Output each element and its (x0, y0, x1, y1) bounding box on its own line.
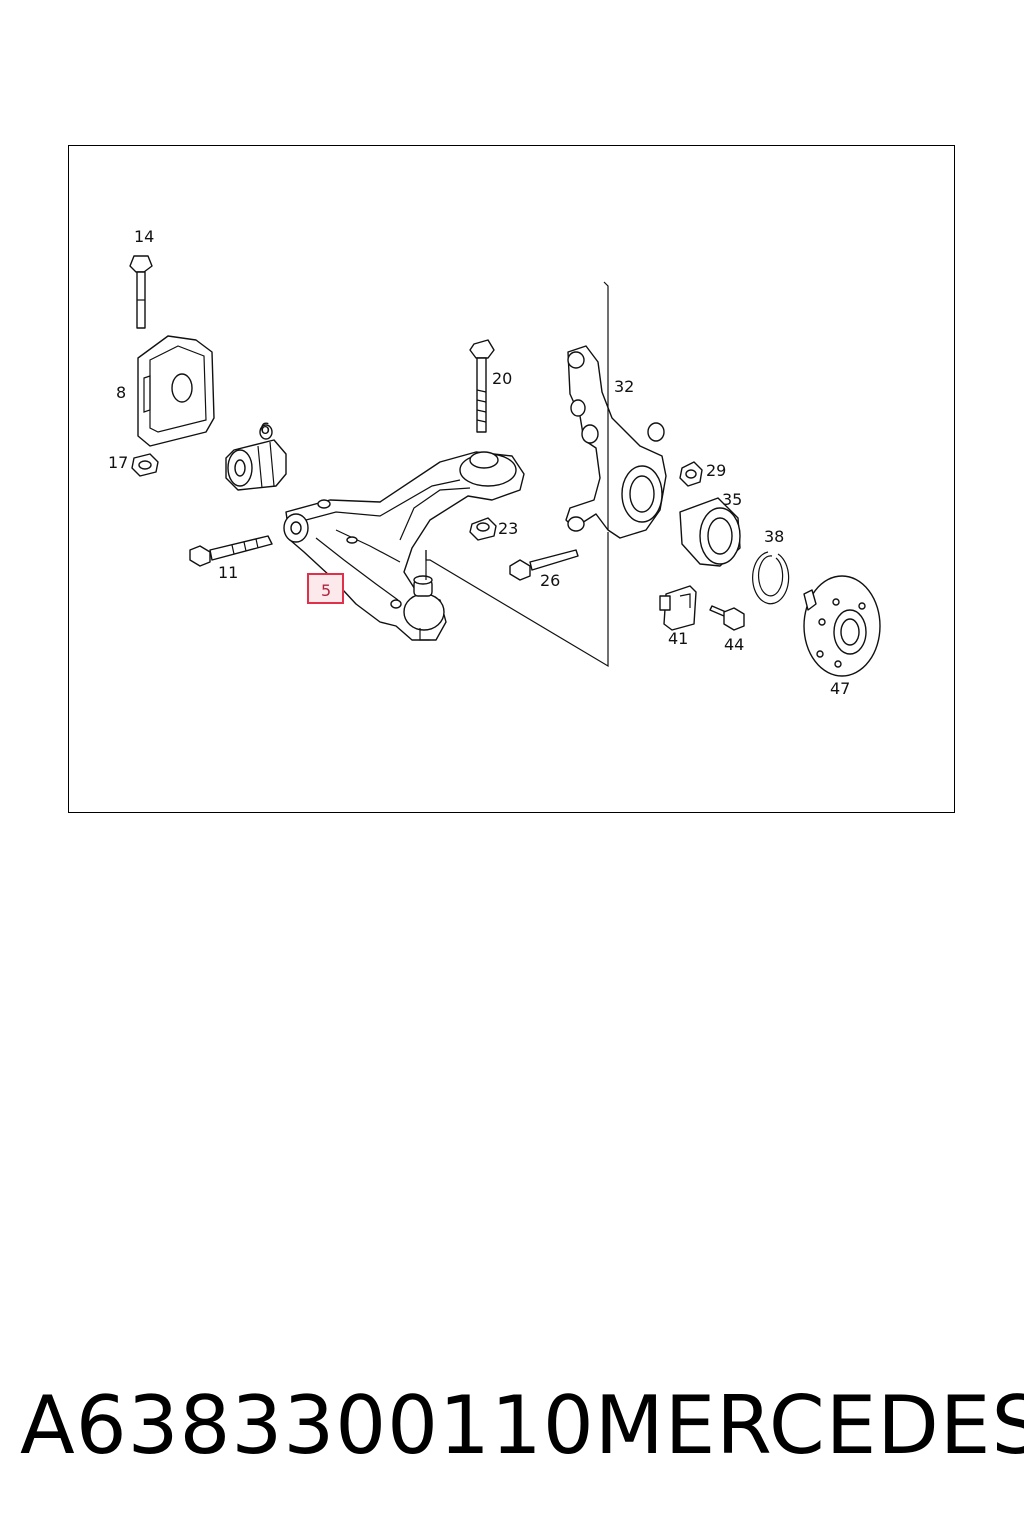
part-47-wheel-hub (803, 575, 881, 677)
label-35: 35 (722, 490, 742, 509)
part-14-bolt (129, 255, 153, 329)
part-6-bushing (225, 424, 287, 491)
label-47: 47 (830, 679, 850, 698)
part-44-bolt (709, 605, 745, 631)
label-6: 6 (260, 419, 270, 438)
label-38: 38 (764, 527, 784, 546)
part-26-bolt (509, 549, 579, 581)
part-11-bolt (189, 535, 273, 567)
part-41-bracket (659, 585, 697, 631)
part-38-circlip (752, 551, 790, 605)
brand-name: MERCEDES (594, 1378, 1024, 1472)
label-11: 11 (218, 563, 238, 582)
part-29-nut (679, 461, 703, 487)
label-14: 14 (134, 227, 154, 246)
label-29: 29 (706, 461, 726, 480)
part-23-nut (469, 517, 497, 541)
label-8: 8 (116, 383, 126, 402)
label-41: 41 (668, 629, 688, 648)
label-20: 20 (492, 369, 512, 388)
label-17: 17 (108, 453, 128, 472)
part-8-bracket (137, 335, 215, 447)
part-20-bolt (469, 339, 495, 433)
footer: A6383300110 MERCEDES (20, 1370, 1024, 1480)
part-number: A6383300110 (20, 1378, 595, 1472)
part-5-control-arm (283, 451, 525, 641)
label-5: 5 (321, 581, 331, 600)
label-32: 32 (614, 377, 634, 396)
label-26: 26 (540, 571, 560, 590)
exploded-parts-diagram: 14 8 17 6 11 5 20 23 26 32 29 35 38 41 4… (108, 227, 881, 698)
part-35-wheel-bearing (679, 497, 741, 567)
diagram-frame (68, 145, 955, 813)
label-23: 23 (498, 519, 518, 538)
highlight-box-part-5 (307, 573, 344, 604)
part-32-steering-knuckle (565, 345, 667, 539)
leader-lines (425, 281, 609, 668)
label-44: 44 (724, 635, 744, 654)
part-17-nut (131, 453, 159, 477)
